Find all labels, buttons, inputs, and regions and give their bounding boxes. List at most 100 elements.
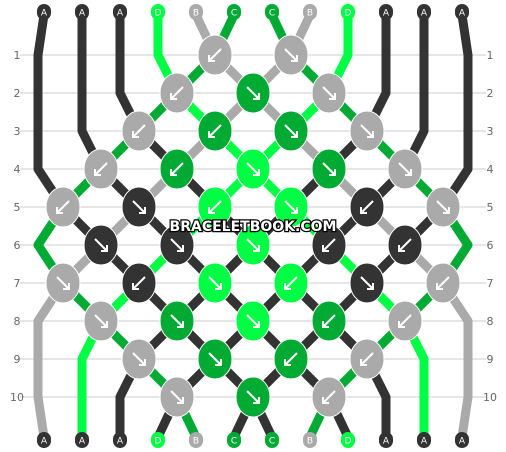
knot bbox=[235, 148, 271, 190]
badge-label: A bbox=[421, 437, 428, 447]
knot bbox=[45, 186, 81, 228]
knot bbox=[349, 110, 385, 152]
badge-label: C bbox=[269, 9, 275, 19]
arrow-icon bbox=[170, 86, 184, 100]
row-number: 4 bbox=[14, 163, 21, 176]
arrow-icon bbox=[94, 314, 108, 328]
arrow-head bbox=[253, 169, 260, 176]
top-string-badge: A bbox=[75, 4, 89, 20]
arrow-head bbox=[132, 131, 139, 138]
arrow-head bbox=[329, 93, 336, 100]
badge-pill bbox=[417, 432, 431, 448]
badge-label: D bbox=[345, 437, 352, 447]
row-number: 5 bbox=[14, 201, 21, 214]
badge-pill bbox=[341, 432, 355, 448]
knot bbox=[121, 186, 157, 228]
bottom-string-badge: A bbox=[455, 432, 469, 448]
arrow-icon bbox=[284, 276, 298, 290]
badge-label: D bbox=[155, 437, 162, 447]
badge-label: B bbox=[193, 9, 199, 19]
knot bbox=[197, 186, 233, 228]
knot bbox=[159, 376, 195, 418]
arrow-head bbox=[253, 245, 260, 252]
arrow-head bbox=[284, 359, 291, 366]
arrow-icon bbox=[170, 314, 184, 328]
arrow-icon bbox=[246, 162, 260, 176]
arrow-icon bbox=[284, 48, 298, 62]
knot bbox=[311, 376, 347, 418]
row-number: 7 bbox=[14, 277, 21, 290]
knot bbox=[197, 110, 233, 152]
badge-pill bbox=[189, 432, 203, 448]
top-string-badge: A bbox=[379, 4, 393, 20]
knot bbox=[159, 72, 195, 114]
arrow-head bbox=[398, 321, 405, 328]
badge-pill bbox=[265, 432, 279, 448]
knot bbox=[159, 224, 195, 266]
arrow-icon bbox=[246, 390, 260, 404]
badge-label: A bbox=[41, 9, 48, 19]
badge-pill bbox=[37, 4, 51, 20]
knot-grid bbox=[45, 34, 461, 418]
badge-label: A bbox=[383, 437, 390, 447]
arrow-icon bbox=[132, 276, 146, 290]
row-number: 9 bbox=[14, 353, 21, 366]
knot bbox=[83, 224, 119, 266]
arrow-head bbox=[291, 55, 298, 62]
arrow-icon bbox=[360, 352, 374, 366]
knot bbox=[235, 72, 271, 114]
bottom-string-badge: A bbox=[37, 432, 51, 448]
knot bbox=[425, 186, 461, 228]
knot bbox=[311, 224, 347, 266]
arrow-icon bbox=[322, 314, 336, 328]
badge-label: A bbox=[79, 437, 86, 447]
knot bbox=[273, 110, 309, 152]
bottom-string-badge: A bbox=[113, 432, 127, 448]
watermark: BRACELETBOOK.COM BRACELETBOOK.COM bbox=[168, 218, 337, 237]
top-string-badge: D bbox=[341, 4, 355, 20]
arrow-icon bbox=[398, 238, 412, 252]
row-number: 1 bbox=[487, 49, 494, 62]
arrow-icon bbox=[360, 276, 374, 290]
badge-label: C bbox=[231, 9, 237, 19]
arrow-head bbox=[177, 397, 184, 404]
arrow-icon bbox=[132, 124, 146, 138]
knot bbox=[311, 72, 347, 114]
arrow-head bbox=[405, 169, 412, 176]
arrow-icon bbox=[322, 86, 336, 100]
arrow-head bbox=[101, 321, 108, 328]
arrow-icon bbox=[322, 238, 336, 252]
arrow-head bbox=[215, 359, 222, 366]
top-string-badge: A bbox=[455, 4, 469, 20]
arrow-head bbox=[360, 207, 367, 214]
badge-pill bbox=[189, 4, 203, 20]
arrow-head bbox=[94, 169, 101, 176]
bottom-string-badge: B bbox=[303, 432, 317, 448]
knot bbox=[197, 262, 233, 304]
arrow-head bbox=[208, 55, 215, 62]
knot bbox=[121, 262, 157, 304]
badge-label: A bbox=[41, 437, 48, 447]
knot bbox=[387, 148, 423, 190]
arrow-icon bbox=[322, 162, 336, 176]
badge-label: B bbox=[193, 437, 199, 447]
knot bbox=[121, 338, 157, 380]
bottom-string-badge: D bbox=[341, 432, 355, 448]
row-number: 2 bbox=[14, 87, 21, 100]
arrow-icon bbox=[170, 162, 184, 176]
top-string-badge: C bbox=[227, 4, 241, 20]
badge-pill bbox=[379, 432, 393, 448]
watermark-shadow: BRACELETBOOK.COM bbox=[170, 219, 337, 235]
row-number: 4 bbox=[487, 163, 494, 176]
badge-label: A bbox=[383, 9, 390, 19]
bottom-string-badge: A bbox=[379, 432, 393, 448]
knot bbox=[273, 338, 309, 380]
knot bbox=[311, 300, 347, 342]
arrow-icon bbox=[56, 200, 70, 214]
top-string-badge: A bbox=[417, 4, 431, 20]
arrow-head bbox=[284, 283, 291, 290]
arrow-icon bbox=[132, 352, 146, 366]
badge-label: A bbox=[459, 9, 466, 19]
knot bbox=[159, 300, 195, 342]
